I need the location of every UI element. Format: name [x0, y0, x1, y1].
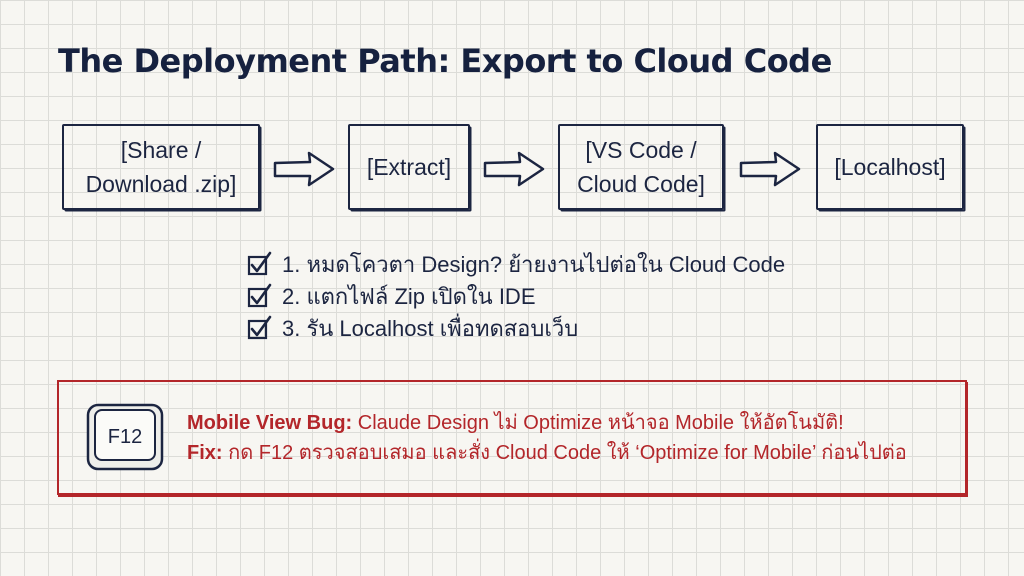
checkbox-checked-icon [247, 283, 272, 308]
bug-text: Claude Design ไม่ Optimize หน้าจอ Mobile… [352, 412, 844, 434]
arrow-right-icon [483, 151, 545, 187]
callout-text: Mobile View Bug: Claude Design ไม่ Optim… [187, 408, 907, 468]
f12-key-icon: F12 [86, 403, 164, 471]
bug-label: Mobile View Bug: [187, 412, 353, 434]
step-label: [Localhost] [834, 154, 946, 180]
page-title: The Deployment Path: Export to Cloud Cod… [58, 42, 832, 80]
bug-line: Mobile View Bug: Claude Design ไม่ Optim… [187, 408, 907, 438]
arrow-right-icon [273, 151, 335, 187]
checklist-text: 3. รัน Localhost เพื่อทดสอบเว็บ [282, 315, 579, 341]
checklist: 1. หมดโควตา Design? ย้ายงานไปต่อใน Cloud… [246, 248, 785, 344]
arrow-right-icon [739, 151, 801, 187]
checklist-item: 1. หมดโควตา Design? ย้ายงานไปต่อใน Cloud… [246, 248, 785, 280]
fix-label: Fix: [187, 442, 223, 464]
step-label: [Extract] [366, 154, 452, 180]
step-vscode-cloudcode: [VS Code / Cloud Code] [558, 124, 724, 210]
checklist-item: 2. แตกไฟล์ Zip เปิดใน IDE [246, 280, 785, 312]
mobile-bug-callout: F12 Mobile View Bug: Claude Design ไม่ O… [57, 380, 967, 495]
key-label: F12 [108, 426, 142, 448]
checklist-item: 3. รัน Localhost เพื่อทดสอบเว็บ [246, 312, 785, 344]
step-label: [Share / Download .zip] [85, 137, 237, 197]
checklist-text: 2. แตกไฟล์ Zip เปิดใน IDE [282, 283, 536, 309]
checkbox-checked-icon [247, 251, 272, 276]
step-localhost: [Localhost] [816, 124, 964, 210]
checklist-text: 1. หมดโควตา Design? ย้ายงานไปต่อใน Cloud… [282, 251, 786, 277]
checkbox-checked-icon [247, 315, 272, 340]
fix-line: Fix: กด F12 ตรวจสอบเสมอ และสั่ง Cloud Co… [187, 438, 907, 468]
fix-text: กด F12 ตรวจสอบเสมอ และสั่ง Cloud Code ให… [222, 442, 907, 464]
step-share-download: [Share / Download .zip] [62, 124, 260, 210]
step-label: [VS Code / Cloud Code] [577, 137, 705, 197]
step-extract: [Extract] [348, 124, 470, 210]
